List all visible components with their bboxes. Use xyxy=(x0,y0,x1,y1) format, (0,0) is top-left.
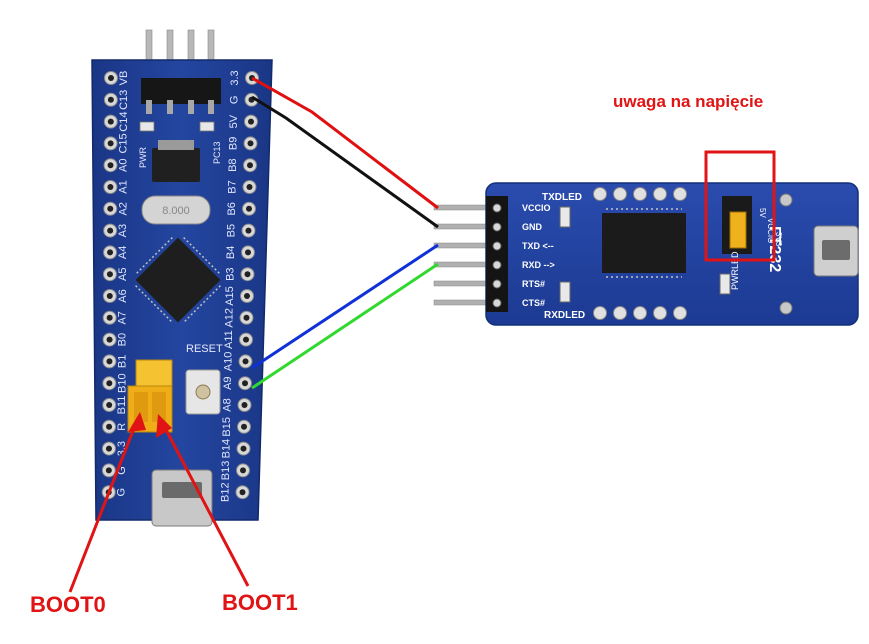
jumper-vccio-label: VCCIO xyxy=(766,218,775,243)
right-pin-label: 5V xyxy=(228,114,240,128)
pwr-label: PWR xyxy=(138,147,148,168)
ftdi-pin-label: VCCIO xyxy=(522,203,551,213)
right-pin-label: B8 xyxy=(227,158,239,171)
left-pin-label: B10 xyxy=(116,373,128,393)
reset-label: RESET xyxy=(186,343,223,355)
right-pin-label: B7 xyxy=(227,180,239,193)
right-pin-label: B15 xyxy=(221,417,233,437)
boot1-arrow xyxy=(160,421,250,587)
ftdi-bottom-hole xyxy=(653,306,667,320)
right-pin-label: A9 xyxy=(222,376,234,389)
wires xyxy=(251,76,439,390)
ftdi-board: VCCIO GND TXD <-- RXD --> RTS# CTS# TXDLED RX… xyxy=(433,182,859,326)
ftdi-top-hole xyxy=(653,187,667,201)
right-pin-label: B13 xyxy=(220,461,232,481)
right-pin-label: B3 xyxy=(225,267,237,280)
ftdi-bottom-hole xyxy=(673,306,687,320)
right-pin-label: A15 xyxy=(224,286,236,306)
ftdi-pin-label: TXD <-- xyxy=(522,241,554,251)
right-pin-label: B6 xyxy=(226,202,238,215)
ftdi-bottom-hole xyxy=(593,306,607,320)
voltage-jumper[interactable] xyxy=(722,196,752,254)
right-pin-label: A11 xyxy=(223,330,235,349)
ftdi-pin-labels: VCCIO GND TXD <-- RXD --> RTS# CTS# xyxy=(492,203,555,308)
right-header-holes: 3.3G 5V B9B8B7B6B5B4B3A15A12A11A10A9A8B15B… xyxy=(220,70,259,502)
left-pin-label: B0 xyxy=(117,333,129,346)
left-pin-label: A2 xyxy=(117,202,129,215)
right-pin-label: B12 xyxy=(220,482,232,502)
ftdi-pin-hole xyxy=(492,298,502,308)
left-pin-label: A7 xyxy=(117,311,129,324)
ftdi-header-pins xyxy=(433,204,493,306)
crystal-marking: 8.000 xyxy=(162,205,190,217)
boot0-arrowhead xyxy=(128,412,146,432)
right-pin-label: B14 xyxy=(221,439,233,459)
left-pin-label: G xyxy=(116,488,128,497)
ftdi-pin-hole xyxy=(492,203,502,213)
right-pin-label: A12 xyxy=(224,308,236,328)
left-pin-label: A4 xyxy=(117,246,129,259)
left-pin-label: A1 xyxy=(117,180,129,193)
ftdi-pin-hole xyxy=(492,279,502,289)
left-pin-label: R xyxy=(116,423,128,431)
left-pin-label: B11 xyxy=(116,396,128,415)
ftdi-top-hole xyxy=(613,187,627,201)
jumper-3v3-label: 3V3 xyxy=(774,232,783,247)
ftdi-pin-label: RXD --> xyxy=(522,260,555,270)
left-pin-label: A5 xyxy=(117,267,129,280)
left-pin-label: A0 xyxy=(118,158,130,171)
right-pin-label: B4 xyxy=(225,246,237,259)
wire-black xyxy=(251,95,439,229)
ftdi-top-hole xyxy=(633,187,647,201)
wire-blue xyxy=(251,243,439,370)
ftdi-pin-hole xyxy=(492,241,502,251)
ftdi-pin-label: RTS# xyxy=(522,279,545,289)
left-pin-label: G xyxy=(116,466,128,475)
rxdled-label: RXDLED xyxy=(544,310,585,321)
ftdi-top-hole xyxy=(593,187,607,201)
wire-red xyxy=(251,76,439,210)
stm32-mcu-chip xyxy=(135,237,221,323)
ftdi-bottom-holes xyxy=(593,306,687,320)
wire-green xyxy=(251,262,439,390)
ftdi-top-holes xyxy=(593,187,687,201)
left-pin-label: VB xyxy=(118,71,130,86)
right-pin-label: A8 xyxy=(222,398,234,411)
left-pin-label: C13 xyxy=(118,90,130,110)
left-header-holes: VBC13C14C15A0A1A2A3A4A5A6A7B0B1B10B11R3.… xyxy=(101,71,130,500)
ftdi-pin-label: CTS# xyxy=(522,298,545,308)
ftdi-pin-hole xyxy=(492,260,502,270)
voltage-warning-text: uwaga na napięcie xyxy=(613,92,764,111)
right-pin-label: B9 xyxy=(228,137,240,150)
left-pin-label: C15 xyxy=(118,133,130,153)
ftdi-bottom-hole xyxy=(613,306,627,320)
annotation-marks xyxy=(68,150,776,593)
txdled-label: TXDLED xyxy=(542,192,582,203)
ftdi-pin-hole xyxy=(492,222,502,232)
voltage-warning-box xyxy=(704,150,776,262)
left-pin-label: A6 xyxy=(117,289,129,302)
pwrled-label: PWRLED xyxy=(730,251,740,290)
boot1-label: BOOT1 xyxy=(222,590,298,615)
left-pin-label: B1 xyxy=(116,355,128,368)
ftdi-top-hole xyxy=(673,187,687,201)
boot0-label: BOOT0 xyxy=(30,592,106,617)
right-pin-label: G xyxy=(229,96,241,105)
left-pin-label: A3 xyxy=(117,224,129,237)
boot0-arrow xyxy=(68,417,140,593)
left-pin-label: C14 xyxy=(118,112,130,132)
right-pin-label: 3.3 xyxy=(229,70,241,85)
jumper-5v-label: 5V xyxy=(758,208,767,218)
ftdi-bottom-hole xyxy=(633,306,647,320)
boot1-arrowhead xyxy=(156,414,172,438)
ftdi-pin-label: GND xyxy=(522,222,543,232)
right-pin-label: B5 xyxy=(226,224,238,237)
right-pin-label: A10 xyxy=(223,352,235,372)
pc13-label: PC13 xyxy=(212,141,222,164)
